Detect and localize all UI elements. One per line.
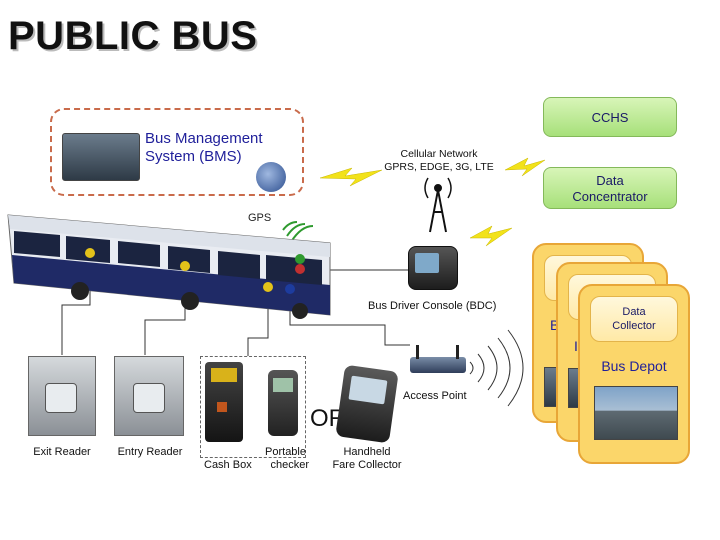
portable-checker-image bbox=[268, 370, 298, 436]
cash-box-label: Cash Box bbox=[204, 459, 252, 471]
exit-reader-image bbox=[28, 356, 96, 436]
globe-icon bbox=[256, 162, 286, 192]
portable-label-line1: Portable bbox=[265, 446, 306, 458]
bus-device-dot bbox=[295, 254, 305, 264]
data-collector-line1: Data bbox=[622, 306, 646, 318]
gps-label: GPS bbox=[248, 212, 272, 224]
wifi-signal-icon bbox=[469, 329, 524, 407]
page-title: PUBLIC BUS bbox=[8, 14, 258, 58]
depot-partial-label: I bbox=[574, 338, 578, 354]
cash-box-image bbox=[205, 362, 243, 442]
bus-depot-photo bbox=[594, 386, 678, 440]
portable-label-line2: checker bbox=[270, 459, 309, 471]
articulated-bus-image bbox=[7, 214, 331, 319]
bms-label: Bus Management System (BMS) bbox=[145, 130, 263, 166]
data-collector-line2: Collector bbox=[612, 320, 656, 332]
access-point-image bbox=[410, 345, 468, 375]
access-point-label: Access Point bbox=[403, 390, 467, 402]
lightning-bolt-icon bbox=[504, 157, 546, 177]
bdc-label: Bus Driver Console (BDC) bbox=[368, 300, 497, 312]
handheld-label: Handheld Fare Collector bbox=[322, 446, 412, 472]
bus-device-dot bbox=[263, 282, 273, 292]
cashbox-checker-labels: Portable Cash Box checker bbox=[204, 446, 309, 472]
entry-reader-label: Entry Reader bbox=[117, 446, 183, 458]
cellular-line1: Cellular Network bbox=[400, 148, 478, 160]
bus-device-dot bbox=[85, 248, 95, 258]
data-concentrator-box: Data Concentrator bbox=[543, 167, 677, 209]
cellular-line2: GPRS, EDGE, 3G, LTE bbox=[384, 161, 494, 173]
data-concentrator-line1: Data bbox=[596, 173, 624, 188]
bus-device-dot bbox=[295, 264, 305, 274]
line-cash-box bbox=[247, 288, 269, 356]
handheld-label-line1: Handheld bbox=[343, 446, 391, 458]
bus-device-dot bbox=[285, 284, 295, 294]
bms-label-line1: Bus Management bbox=[145, 130, 263, 147]
cellular-network-label: Cellular Network GPRS, EDGE, 3G, LTE bbox=[380, 148, 498, 174]
bms-control-room-image bbox=[62, 133, 140, 181]
cashbox-checker-group bbox=[200, 356, 306, 458]
lightning-bolt-icon bbox=[469, 225, 513, 247]
bdc-device-image bbox=[408, 246, 458, 290]
cchs-box: CCHS bbox=[543, 97, 677, 137]
exit-reader-label: Exit Reader bbox=[33, 446, 91, 458]
line-access-point bbox=[289, 290, 410, 346]
depot-partial-label: B bbox=[550, 317, 560, 333]
bus-depot-label: Bus Depot bbox=[601, 358, 667, 374]
bus-device-dot bbox=[180, 261, 190, 271]
lightning-bolt-icon bbox=[319, 167, 383, 187]
bms-label-line2: System (BMS) bbox=[145, 148, 242, 165]
depot-card-front: Data Collector Bus Depot bbox=[578, 284, 690, 464]
handheld-label-line2: Fare Collector bbox=[332, 459, 402, 471]
data-concentrator-line2: Concentrator bbox=[572, 189, 648, 204]
entry-reader-image bbox=[114, 356, 184, 436]
cell-tower-icon bbox=[424, 177, 452, 233]
data-collector-box: Data Collector bbox=[590, 296, 678, 342]
handheld-fare-collector-image bbox=[335, 364, 399, 444]
